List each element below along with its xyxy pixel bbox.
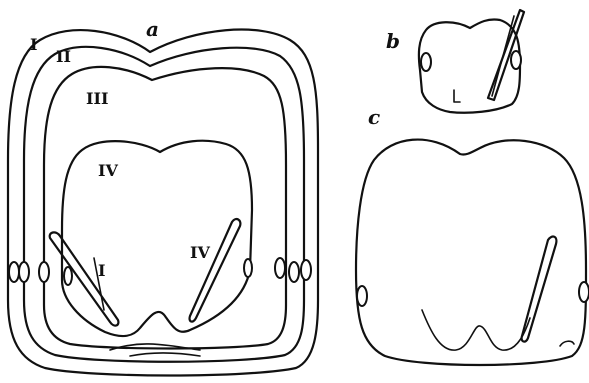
figure-c: c <box>356 105 589 365</box>
nucleus-b-right <box>511 51 521 69</box>
nucleus-right-1 <box>244 259 252 277</box>
notch-marks <box>110 344 200 356</box>
cell-c-outline <box>356 140 586 365</box>
ring-III-outline <box>44 67 286 349</box>
figure-a: a I II III IV I IV <box>8 17 318 376</box>
label-ring-III: III <box>86 89 108 108</box>
spindle-I <box>50 232 119 325</box>
label-inner-I: I <box>98 261 105 280</box>
nucleus-right-4 <box>301 260 311 280</box>
label-a: a <box>146 17 159 41</box>
nucleus-right-3 <box>289 262 299 282</box>
nucleus-c-right <box>579 282 589 302</box>
nucleus-left-2 <box>19 262 29 282</box>
nucleus-right-2 <box>275 258 285 278</box>
mark-b <box>454 90 460 102</box>
nucleus-b-left <box>421 53 431 71</box>
nucleus-c-left <box>357 286 367 306</box>
label-c: c <box>368 105 380 129</box>
nucleus-left-4 <box>64 267 72 285</box>
spindle-IV <box>190 219 241 322</box>
label-ring-IV: IV <box>98 161 118 180</box>
label-ring-II: II <box>56 47 71 66</box>
nucleus-left-3 <box>39 262 49 282</box>
cell-c-bottom-folds <box>422 310 530 350</box>
label-ring-I: I <box>30 35 37 54</box>
label-inner-IV: IV <box>190 243 210 262</box>
figure-b: b <box>386 10 524 113</box>
nucleus-left-1 <box>9 262 19 282</box>
label-b: b <box>386 29 400 53</box>
mark-c <box>560 341 574 346</box>
